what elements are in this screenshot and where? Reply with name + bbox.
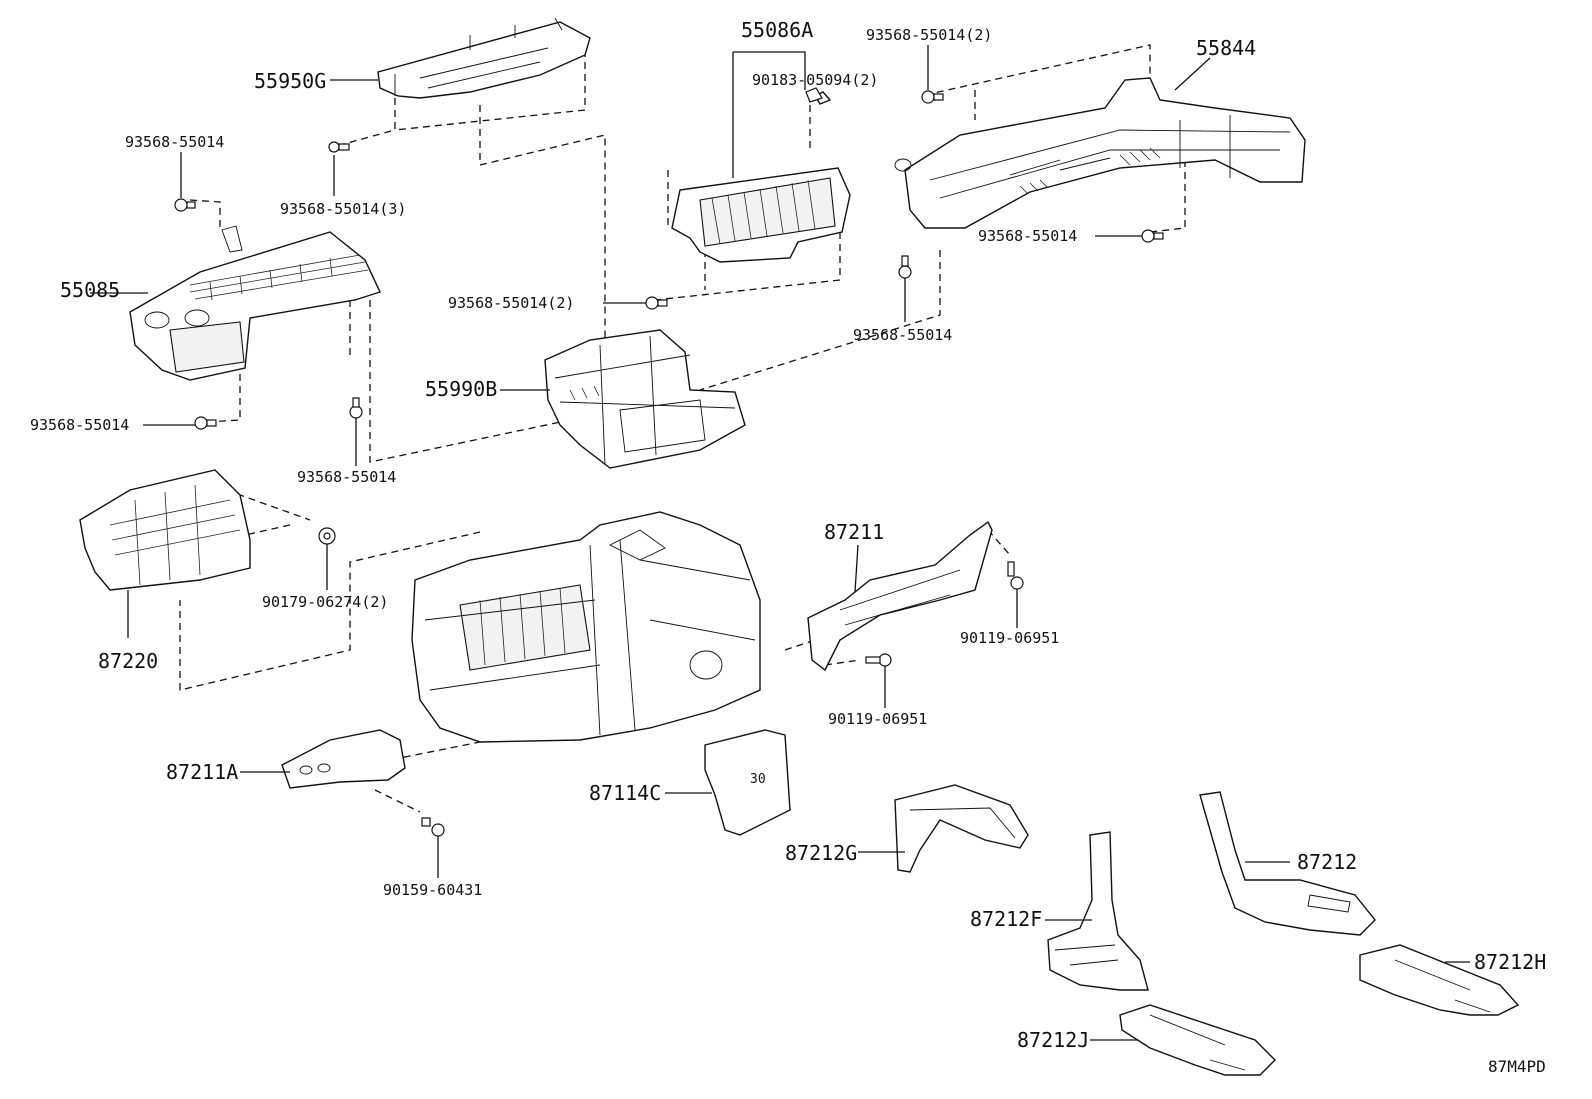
callout-93568-55014-3: 93568-55014(3): [280, 200, 406, 218]
callout-87211: 87211: [824, 520, 884, 544]
part-55085-duct: [129, 225, 381, 381]
bolt-icon: [194, 416, 217, 430]
callout-87114C: 87114C: [589, 781, 661, 805]
callout-90183-05094: 90183-05094(2): [752, 71, 878, 89]
bolt-icon: [1007, 561, 1024, 590]
callout-87212H: 87212H: [1474, 950, 1546, 974]
callout-55086A: 55086A: [741, 18, 813, 42]
callout-90119-06951-right: 90119-06951: [960, 629, 1059, 647]
callout-87212: 87212: [1297, 850, 1357, 874]
callout-93568-55014-lower-left: 93568-55014: [30, 416, 129, 434]
nut-icon: [318, 527, 336, 545]
leader-lines: [90, 45, 1470, 1041]
bolt-icon: [328, 141, 350, 153]
part-55990B-box: [544, 329, 746, 469]
part-87211-arm: [807, 520, 993, 672]
bolt-icon: [645, 296, 668, 310]
callout-55844: 55844: [1196, 36, 1256, 60]
part-55086A-register: [671, 91, 851, 263]
callout-90179-06274: 90179-06274(2): [262, 593, 388, 611]
part-87211A-duct: [281, 729, 406, 789]
bolt-icon: [1141, 229, 1164, 243]
callout-93568-55014-lower: 93568-55014: [297, 468, 396, 486]
part-87212J-plate: [1119, 1004, 1276, 1076]
part-87114C-panel: 30: [704, 729, 791, 836]
part-hvac-unit: [411, 511, 761, 743]
bolt-icon: [421, 817, 445, 837]
bolt-icon: [349, 397, 363, 419]
part-87212F-duct: [1047, 831, 1149, 991]
fasteners: [174, 87, 1164, 837]
diagram-id-label: 87M4PD: [1488, 1057, 1546, 1076]
callout-87212J: 87212J: [1017, 1028, 1089, 1052]
callout-87212F: 87212F: [970, 907, 1042, 931]
callout-90119-06951-center: 90119-06951: [828, 710, 927, 728]
callout-55950G: 55950G: [254, 69, 326, 93]
clip-icon: [805, 87, 823, 103]
callout-93568-55014-2-center: 93568-55014(2): [448, 294, 574, 312]
callout-55990B: 55990B: [425, 377, 497, 401]
callout-87211A: 87211A: [166, 760, 238, 784]
callout-93568-55014-mid: 93568-55014: [853, 326, 952, 344]
callout-55085: 55085: [60, 278, 120, 302]
part-55950G-duct: [377, 17, 591, 99]
part-87220-duct: [79, 469, 251, 591]
bolt-icon: [898, 255, 912, 279]
part-87212-duct: [1199, 791, 1376, 936]
callout-93568-55014-2-top: 93568-55014(2): [866, 26, 992, 44]
callout-87220: 87220: [98, 649, 158, 673]
part-55844-duct: [894, 77, 1306, 229]
callout-93568-55014-left: 93568-55014: [125, 133, 224, 151]
bolt-icon: [174, 198, 196, 212]
part-87212H-plate: [1359, 944, 1520, 1016]
bolt-icon: [921, 90, 944, 104]
part-87212G-bracket: [894, 784, 1029, 873]
bolt-icon: [865, 653, 892, 667]
callout-87212G: 87212G: [785, 841, 857, 865]
callout-93568-55014-right: 93568-55014: [978, 227, 1077, 245]
callout-labels: 55950G 55086A 90183-05094(2) 93568-55014…: [30, 18, 1546, 1076]
stamp-30-text: 30: [750, 772, 766, 787]
callout-90159-60431: 90159-60431: [383, 881, 482, 899]
